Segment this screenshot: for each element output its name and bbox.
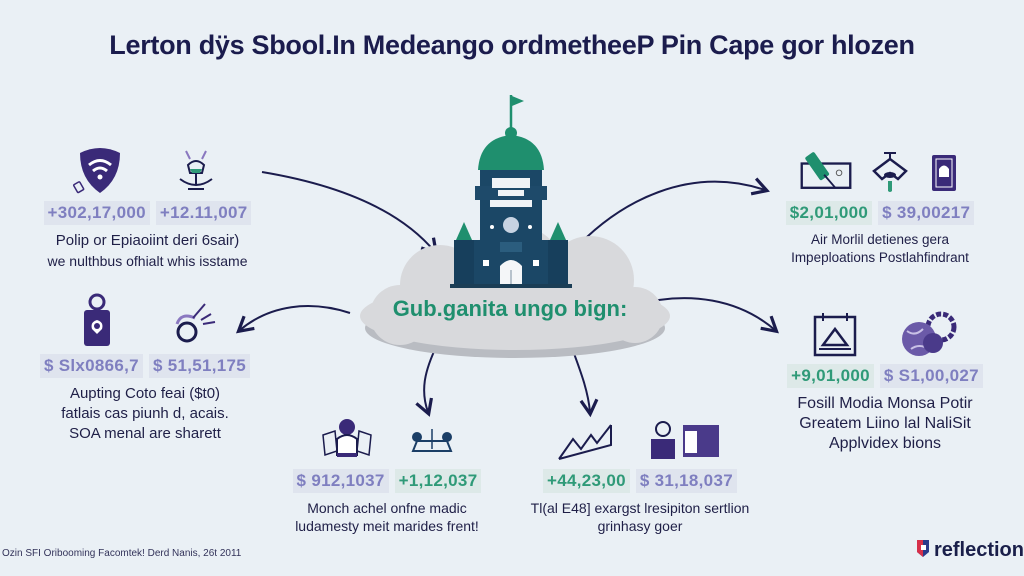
footer-caption: Ozin SFI Oribooming Facomtek! Derd Nanis…: [2, 548, 242, 559]
value-2: +1,12,037: [394, 469, 482, 493]
description-line: SOA menal are sharett: [69, 425, 221, 442]
logo-text: reflection: [933, 539, 1024, 561]
lock-panel-icon: [926, 145, 962, 197]
brand-logo[interactable]: reflection: [915, 538, 1024, 563]
description-line: fatlais cas piunh d, acais.: [61, 405, 229, 422]
value-1: +44,23,00: [543, 469, 630, 493]
description-line: we nulthbus ofhialt whis isstame: [47, 253, 248, 269]
bag-icon: [69, 292, 125, 350]
globe-gear-icon: [893, 308, 963, 360]
reader-books-icon: [317, 415, 377, 465]
value-1: +302,17,000: [43, 201, 150, 225]
description-line: Tl(al E48] exargst lresipiton sertlion: [530, 500, 750, 516]
school-building-icon: [450, 95, 572, 288]
value-2: $ 39,00217: [878, 201, 975, 225]
arrow-mid-left: [235, 305, 351, 334]
group-bottom-left: $ 912,1037 +1,12,037 Monch achel onfne m…: [262, 415, 512, 535]
calendar-tent-icon: [807, 308, 863, 360]
description-line: Greatem Liino lal NaliSit: [799, 415, 971, 432]
value-1: +9,01,000: [787, 364, 874, 388]
group-bottom-right: +44,23,00 $ 31,18,037 Tl(al E48] exargst…: [510, 415, 770, 535]
description: Monch achel onfne madic ludamesty meit m…: [262, 499, 512, 535]
description-line: Impeploations Postlahfindrant: [791, 250, 969, 265]
value-1: $ 912,1037: [292, 469, 389, 493]
description-line: Monch achel onfne madic: [307, 500, 467, 516]
group-top-right: $2,01,000 $ 39,00217 Air Morlil detienes…: [765, 145, 995, 267]
arrow-top-left: [261, 171, 439, 257]
value-2: $ S1,00,027: [879, 364, 983, 388]
description: Tl(al E48] exargst lresipiton sertlion g…: [510, 499, 770, 535]
description: Aupting Coto feai ($t0) fatlais cas piun…: [30, 384, 260, 444]
description-line: grinhasy goer: [597, 518, 683, 534]
board-pen-icon: [798, 145, 854, 197]
group-top-left: +302,17,000 +12.11,007 Polip or Epiaoiin…: [30, 145, 265, 271]
description-line: Applvidex bions: [828, 435, 942, 452]
value-1: $2,01,000: [785, 201, 873, 225]
value-2: $ 51,51,175: [148, 354, 251, 378]
reflection-logo-icon: [915, 538, 931, 563]
group-mid-right: +9,01,000 $ S1,00,027 Fosill Modia Monsa…: [770, 308, 1000, 454]
value-2: $ 31,18,037: [635, 469, 737, 493]
description-line: Aupting Coto feai ($t0): [69, 385, 221, 402]
arrow-top-right: [571, 177, 770, 253]
page-title: Lerton dÿs Sbool.In Medeango ordmetheeP …: [109, 30, 915, 60]
value-2: +12.11,007: [155, 201, 252, 225]
trend-chart-icon: [555, 415, 615, 465]
drone-icon: [866, 145, 914, 197]
description: Air Morlil detienes gera Impeploations P…: [765, 231, 995, 267]
podium-screen-icon: [645, 415, 725, 465]
cloud-icon: [360, 225, 670, 358]
value-1: $ Slx0866,7: [39, 354, 143, 378]
description-line: Air Morlil detienes gera: [810, 232, 950, 247]
description-line: ludamesty meit marides frent!: [295, 518, 479, 534]
description: Fosill Modia Monsa Potir Greatem Liino l…: [770, 394, 1000, 454]
scale-balance-icon: [407, 415, 457, 465]
description-line: Polip or Epiaoiint deri 6sair): [55, 232, 240, 249]
description: Polip or Epiaoiint deri 6sair) we nulthb…: [30, 231, 265, 271]
scales-person-icon: [168, 145, 224, 197]
central-label: Gub.ganita ungo bign:: [392, 296, 628, 321]
shield-wifi-icon: [72, 145, 128, 197]
ring-tools-icon: [165, 292, 221, 350]
description-line: Fosill Modia Monsa Potir: [797, 395, 973, 412]
central-illustration: [360, 95, 670, 358]
group-mid-left: $ Slx0866,7 $ 51,51,175 Aupting Coto fea…: [30, 292, 260, 444]
